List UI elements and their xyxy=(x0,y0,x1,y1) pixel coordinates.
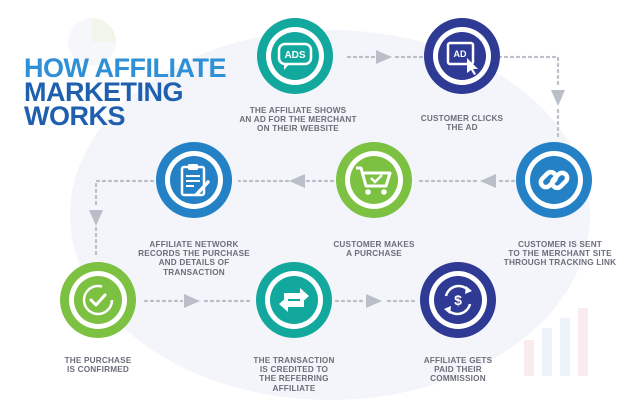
chain-link-icon xyxy=(538,169,570,191)
ads-icon-text: ADS xyxy=(284,50,305,61)
title-line-3: WORKS xyxy=(24,101,125,131)
step-4-label: CUSTOMER MAKES A PURCHASE xyxy=(333,240,415,259)
step-7-label: THE TRANSACTION IS CREDITED TO THE REFER… xyxy=(253,356,335,393)
step-5-records xyxy=(156,142,232,218)
background-blob xyxy=(70,30,590,400)
step-1-label: THE AFFILIATE SHOWS AN AD FOR THE MERCHA… xyxy=(239,106,357,134)
ads-icon: ADS xyxy=(277,42,313,70)
arrow-head-1 xyxy=(376,50,392,64)
ad-click-icon: AD xyxy=(446,41,478,75)
step-3-label: CUSTOMER IS SENT TO THE MERCHANT SITE TH… xyxy=(503,240,617,268)
step-5-label: AFFILIATE NETWORK RECORDS THE PURCHASE A… xyxy=(138,240,250,277)
dollar-cycle-icon-text: $ xyxy=(454,292,462,308)
connector-2-3 xyxy=(497,55,560,90)
checkmark-icon xyxy=(82,284,114,316)
arrow-head-7 xyxy=(366,294,382,308)
arrow-head-6 xyxy=(184,294,200,308)
title-line-1: HOW AFFILIATE xyxy=(24,53,226,83)
exchange-arrows-icon xyxy=(279,288,309,312)
ad-click-icon-text: AD xyxy=(454,49,467,59)
connector-5-6 xyxy=(94,179,155,208)
step-4-purchase xyxy=(336,142,412,218)
step-1-ads: ADS xyxy=(257,18,333,94)
clipboard-icon xyxy=(180,164,210,197)
page-title: HOW AFFILIATE MARKETING WORKS xyxy=(24,53,226,131)
step-8-label: AFFILIATE GETS PAID THEIR COMMISSION xyxy=(423,356,493,384)
arrow-head-3 xyxy=(480,174,496,188)
step-6-label: THE PURCHASE IS CONFIRMED xyxy=(64,356,132,375)
background-bar-chart-icon xyxy=(524,308,588,376)
title-line-2: MARKETING xyxy=(24,77,183,107)
arrow-head-2 xyxy=(551,90,565,106)
arrow-head-5 xyxy=(89,210,103,226)
step-7-credited xyxy=(256,262,332,338)
step-6-confirmed xyxy=(60,262,136,338)
dollar-cycle-icon: $ xyxy=(444,284,472,316)
background-pie-chart-icon xyxy=(68,18,116,66)
step-3-tracking-link xyxy=(516,142,592,218)
step-2-label: CUSTOMER CLICKS THE AD xyxy=(420,114,504,133)
arrow-head-4 xyxy=(289,174,305,188)
shopping-cart-icon xyxy=(356,166,392,195)
step-2-click-ad: AD xyxy=(424,18,500,94)
step-8-commission: $ xyxy=(420,262,496,338)
